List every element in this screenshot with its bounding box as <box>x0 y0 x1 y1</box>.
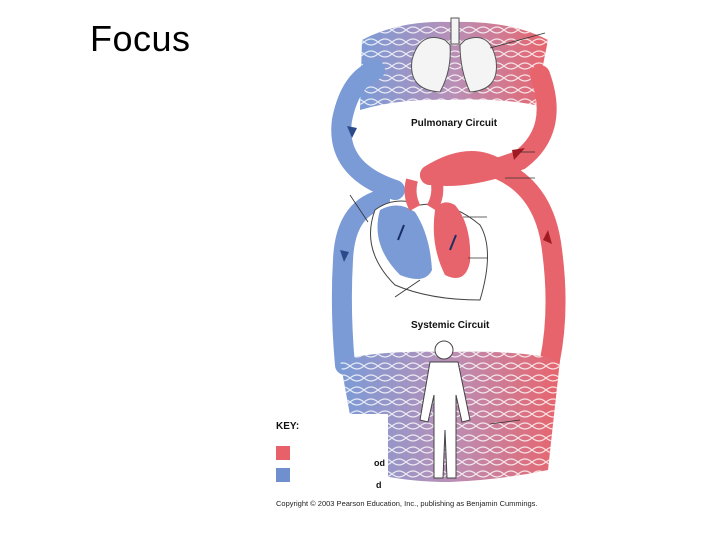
human-figure-illustration <box>419 340 471 479</box>
slide-title: Focus <box>90 18 191 59</box>
legend: KEY: od d <box>268 414 388 496</box>
pulmonary-vessels <box>331 60 557 200</box>
pulmonary-circuit-label: Pulmonary Circuit <box>411 118 498 129</box>
legend-label-oxygen-rich: od <box>374 458 385 468</box>
systemic-vessels <box>331 151 566 375</box>
lungs-illustration <box>411 17 497 93</box>
pulmonary-capillary-bed <box>360 21 548 110</box>
copyright-notice: Copyright © 2003 Pearson Education, Inc.… <box>276 499 538 508</box>
systemic-circuit-label: Systemic Circuit <box>411 320 490 331</box>
legend-label-oxygen-poor: d <box>376 480 382 490</box>
heart-illustration <box>370 176 488 301</box>
legend-title: KEY: <box>276 421 299 432</box>
leader-lines <box>349 32 546 425</box>
legend-swatch-oxygen-rich <box>276 446 290 460</box>
legend-swatch-oxygen-poor <box>276 468 290 482</box>
